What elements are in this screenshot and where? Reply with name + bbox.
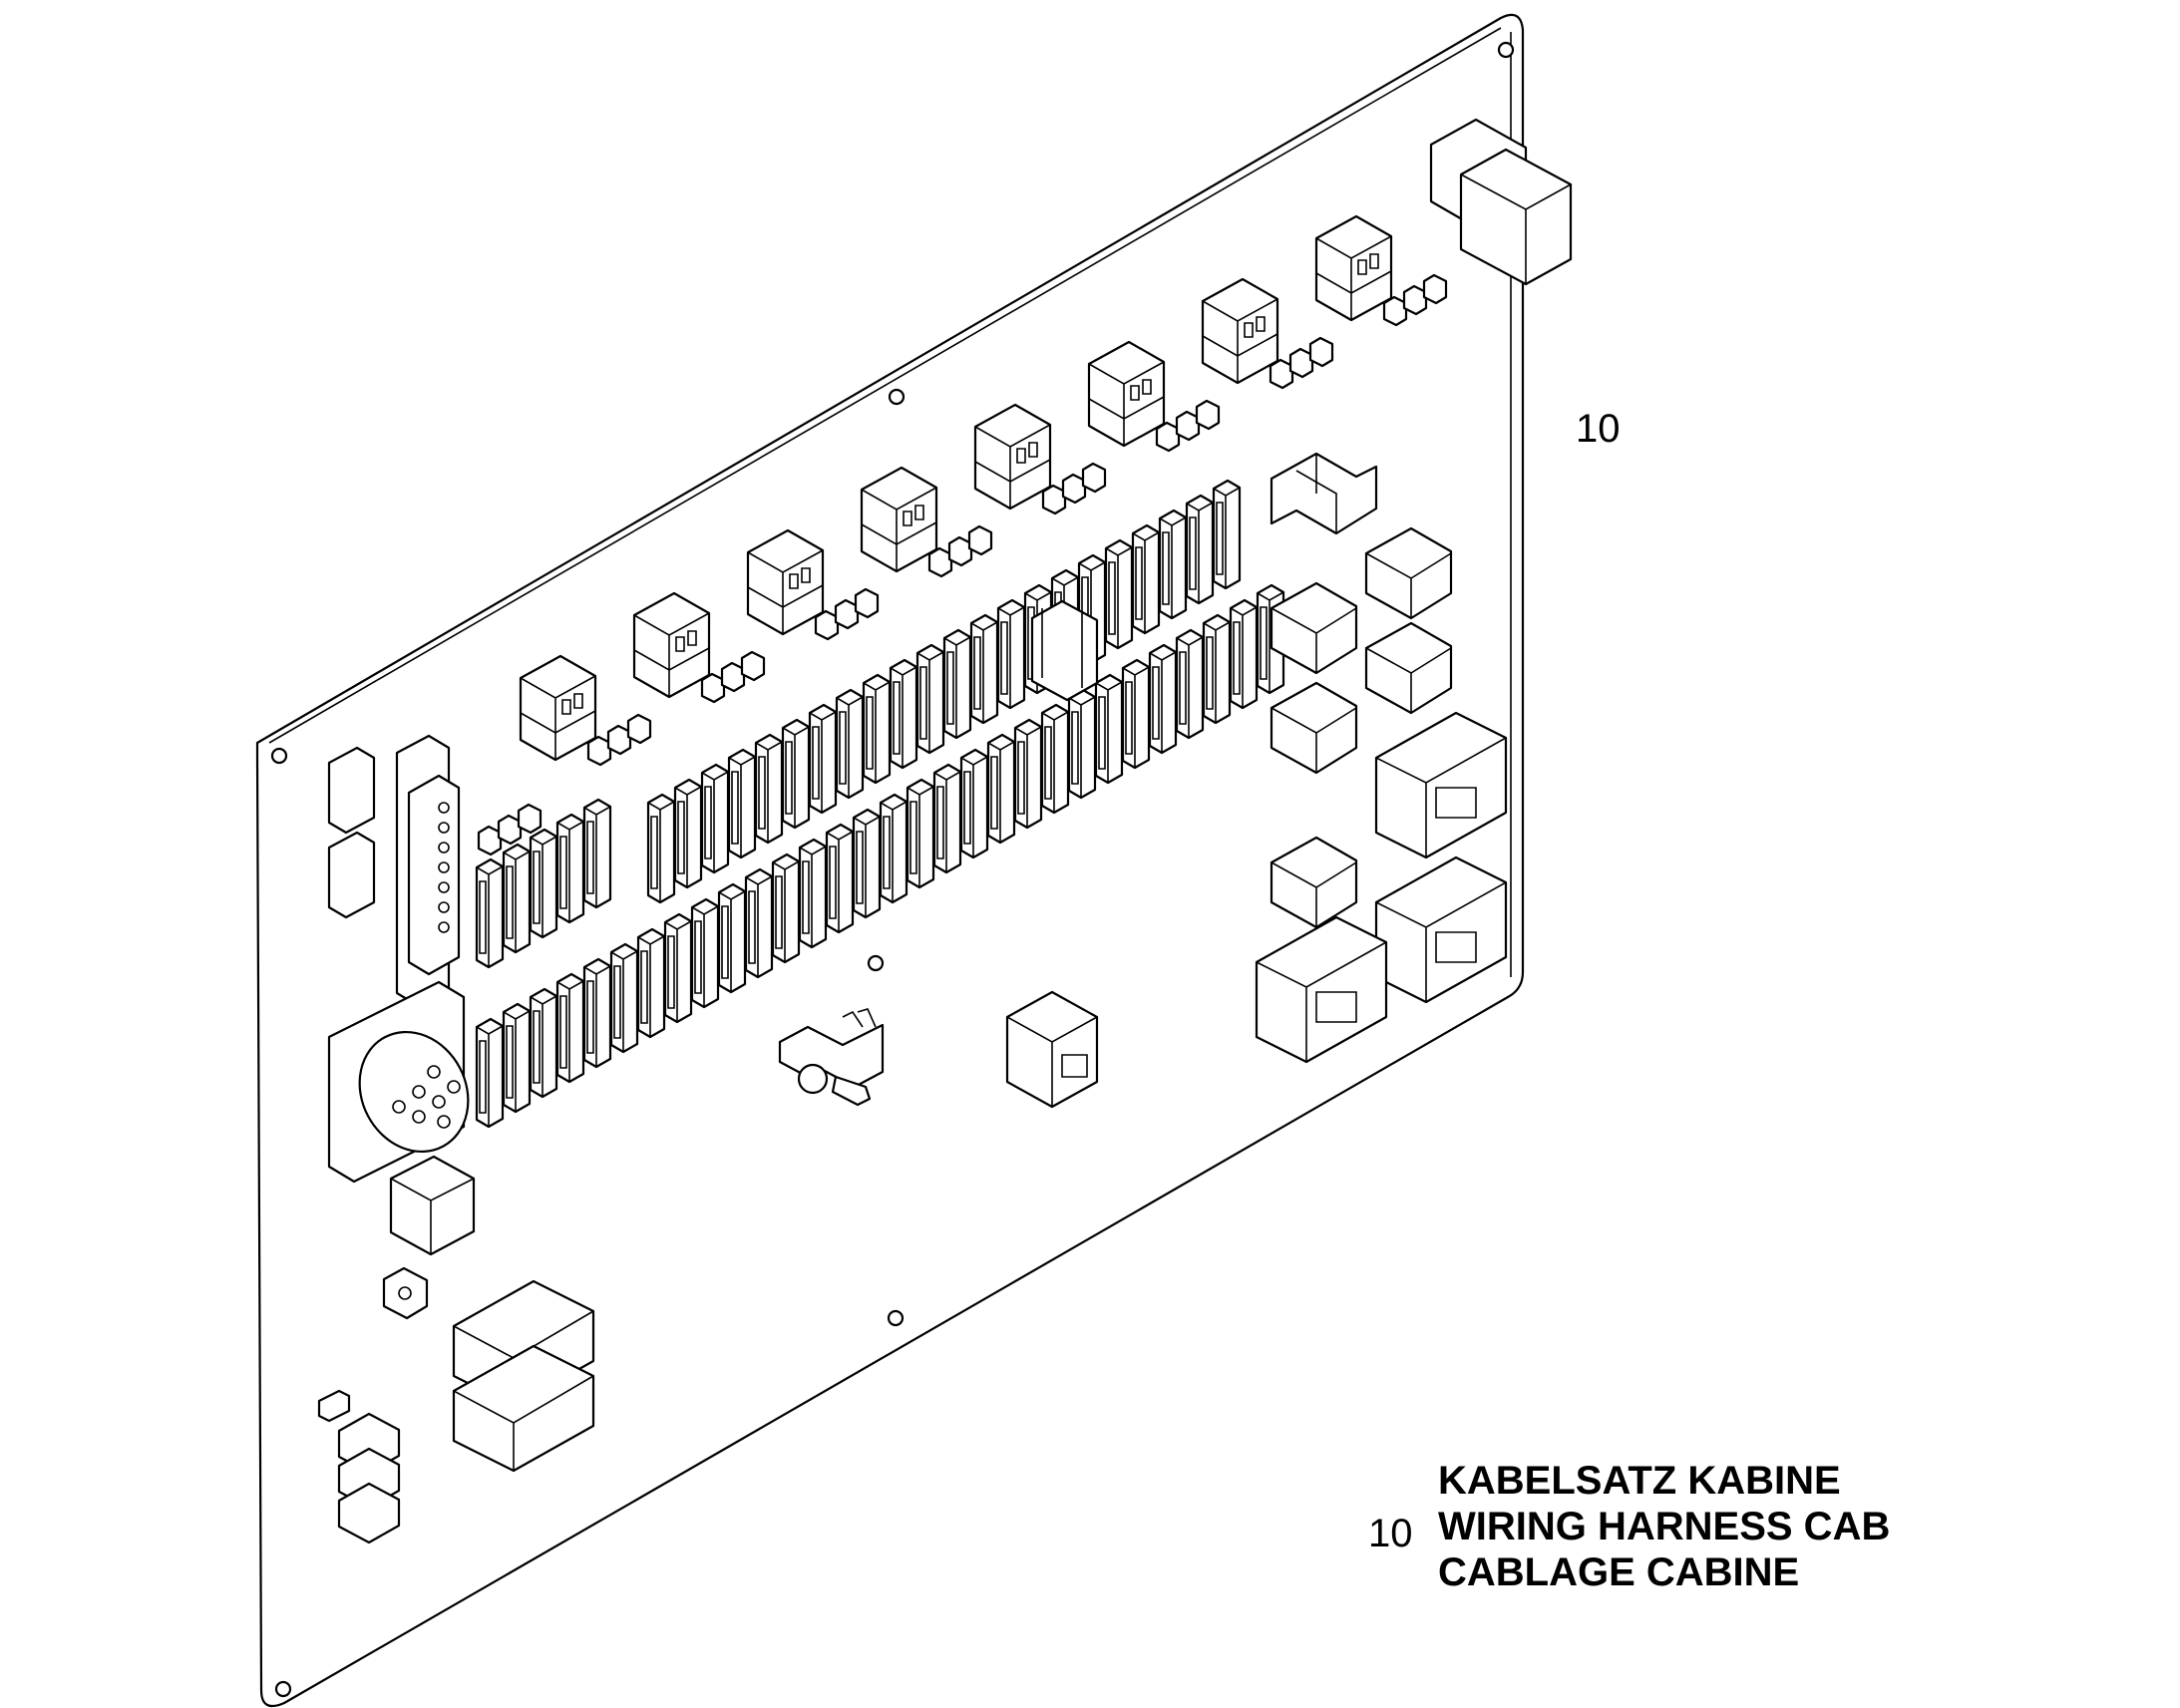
fuse-upper-25: [1160, 511, 1186, 618]
fuse-upper-16: [917, 645, 943, 753]
fuse-lower-21: [1015, 720, 1041, 828]
pin-cluster-7: [1157, 401, 1219, 451]
fuse-upper-1: [477, 859, 503, 967]
fuse-lower-24: [1096, 675, 1122, 783]
fuse-row-lower: [477, 585, 1283, 1127]
pin-cluster-4: [816, 589, 878, 639]
nut: [384, 1268, 427, 1318]
d-sub-connector: [397, 736, 459, 1005]
callout-number: 10: [1576, 407, 1621, 451]
small-connector-bottom-left: [391, 1157, 474, 1254]
toggle-switch: [780, 1009, 883, 1105]
fuse-lower-14: [827, 825, 853, 932]
fuse-lower-22: [1042, 705, 1068, 813]
fuse-lower-15: [854, 810, 880, 917]
fuse-lower-5: [584, 959, 610, 1067]
relay-2: [634, 593, 709, 697]
fuse-upper-13: [837, 690, 863, 798]
pin-cluster-9: [1384, 275, 1446, 325]
large-connector-blocks: [1257, 713, 1506, 1062]
fuse-lower-7: [638, 929, 664, 1037]
flasher-relay-center: [1032, 601, 1097, 700]
fuse-lower-4: [557, 974, 583, 1082]
fuse-upper-8: [702, 765, 728, 872]
fuse-lower-29: [1231, 600, 1257, 708]
right-relay-single: [1272, 838, 1356, 927]
right-relay-pair-2: [1272, 623, 1451, 773]
relay-3: [748, 530, 823, 634]
fuse-lower-18: [934, 765, 960, 872]
side-switch-blocks: [329, 748, 374, 917]
legend-line-french: CABLAGE CABINE: [1438, 1550, 1800, 1594]
fuse-lower-20: [988, 735, 1014, 843]
round-connector: [329, 982, 489, 1182]
fuse-upper-5: [584, 800, 610, 907]
fuse-upper-17: [944, 630, 970, 738]
fuse-lower-11: [746, 869, 772, 977]
fuse-upper-27: [1214, 481, 1240, 588]
relay-row: [521, 216, 1391, 760]
fuse-upper-2: [504, 845, 530, 952]
top-right-connector: [1431, 120, 1571, 284]
fuse-lower-1: [477, 1019, 503, 1127]
fuse-upper-23: [1106, 540, 1132, 648]
pin-cluster-1: [479, 805, 541, 854]
pin-cluster-2: [588, 715, 650, 765]
center-bottom-connector: [1007, 992, 1097, 1107]
legend-number: 10: [1368, 1512, 1413, 1555]
fuse-upper-6: [648, 795, 674, 902]
fuse-lower-16: [881, 795, 907, 902]
fuse-lower-25: [1123, 660, 1149, 768]
relay-6: [1089, 342, 1164, 446]
fuse-lower-13: [800, 840, 826, 947]
right-relay-pair-1: [1272, 528, 1451, 673]
relay-7: [1203, 279, 1277, 383]
mounting-holes: [272, 43, 1513, 1696]
fuse-lower-27: [1177, 630, 1203, 738]
fuse-lower-12: [773, 854, 799, 962]
relay-8: [1316, 216, 1391, 320]
pin-cluster-6: [1043, 464, 1105, 513]
fuse-upper-14: [864, 675, 890, 783]
fuse-lower-26: [1150, 645, 1176, 753]
legend-line-english: WIRING HARNESS CAB: [1438, 1505, 1891, 1548]
fuse-upper-9: [729, 750, 755, 857]
fuse-lower-3: [531, 989, 556, 1097]
relay-5: [975, 405, 1050, 509]
fuse-upper-3: [531, 830, 556, 937]
fuse-upper-24: [1133, 525, 1159, 633]
fuse-upper-7: [675, 780, 701, 887]
right-relay-group: [1257, 120, 1571, 1062]
fuse-lower-6: [611, 944, 637, 1052]
fuse-lower-28: [1204, 615, 1230, 723]
stacked-small-connectors: [319, 1391, 399, 1542]
relay-blocks-bottom: [454, 1281, 593, 1471]
fuse-upper-18: [971, 615, 997, 723]
connector-pin-clusters: [479, 275, 1446, 854]
fuse-upper-15: [891, 660, 916, 768]
pin-cluster-3: [702, 652, 764, 702]
fuse-lower-17: [908, 780, 933, 887]
relay-1: [521, 656, 595, 760]
fuse-lower-19: [961, 750, 987, 857]
fuse-upper-11: [783, 720, 809, 828]
fuse-upper-10: [756, 735, 782, 843]
relay-4: [862, 468, 936, 571]
pin-cluster-5: [929, 526, 991, 576]
fuse-upper-26: [1187, 496, 1213, 603]
pin-cluster-8: [1271, 338, 1332, 388]
fuse-lower-8: [665, 914, 691, 1022]
fuse-lower-10: [719, 884, 745, 992]
fuse-upper-12: [810, 705, 836, 813]
fuse-upper-19: [998, 600, 1024, 708]
left-connectors: [319, 601, 1097, 1542]
fuse-lower-2: [504, 1004, 530, 1112]
fuse-upper-4: [557, 815, 583, 922]
legend-line-german: KABELSATZ KABINE: [1438, 1459, 1841, 1503]
fuse-lower-23: [1069, 690, 1095, 798]
fuse-lower-9: [692, 899, 718, 1007]
